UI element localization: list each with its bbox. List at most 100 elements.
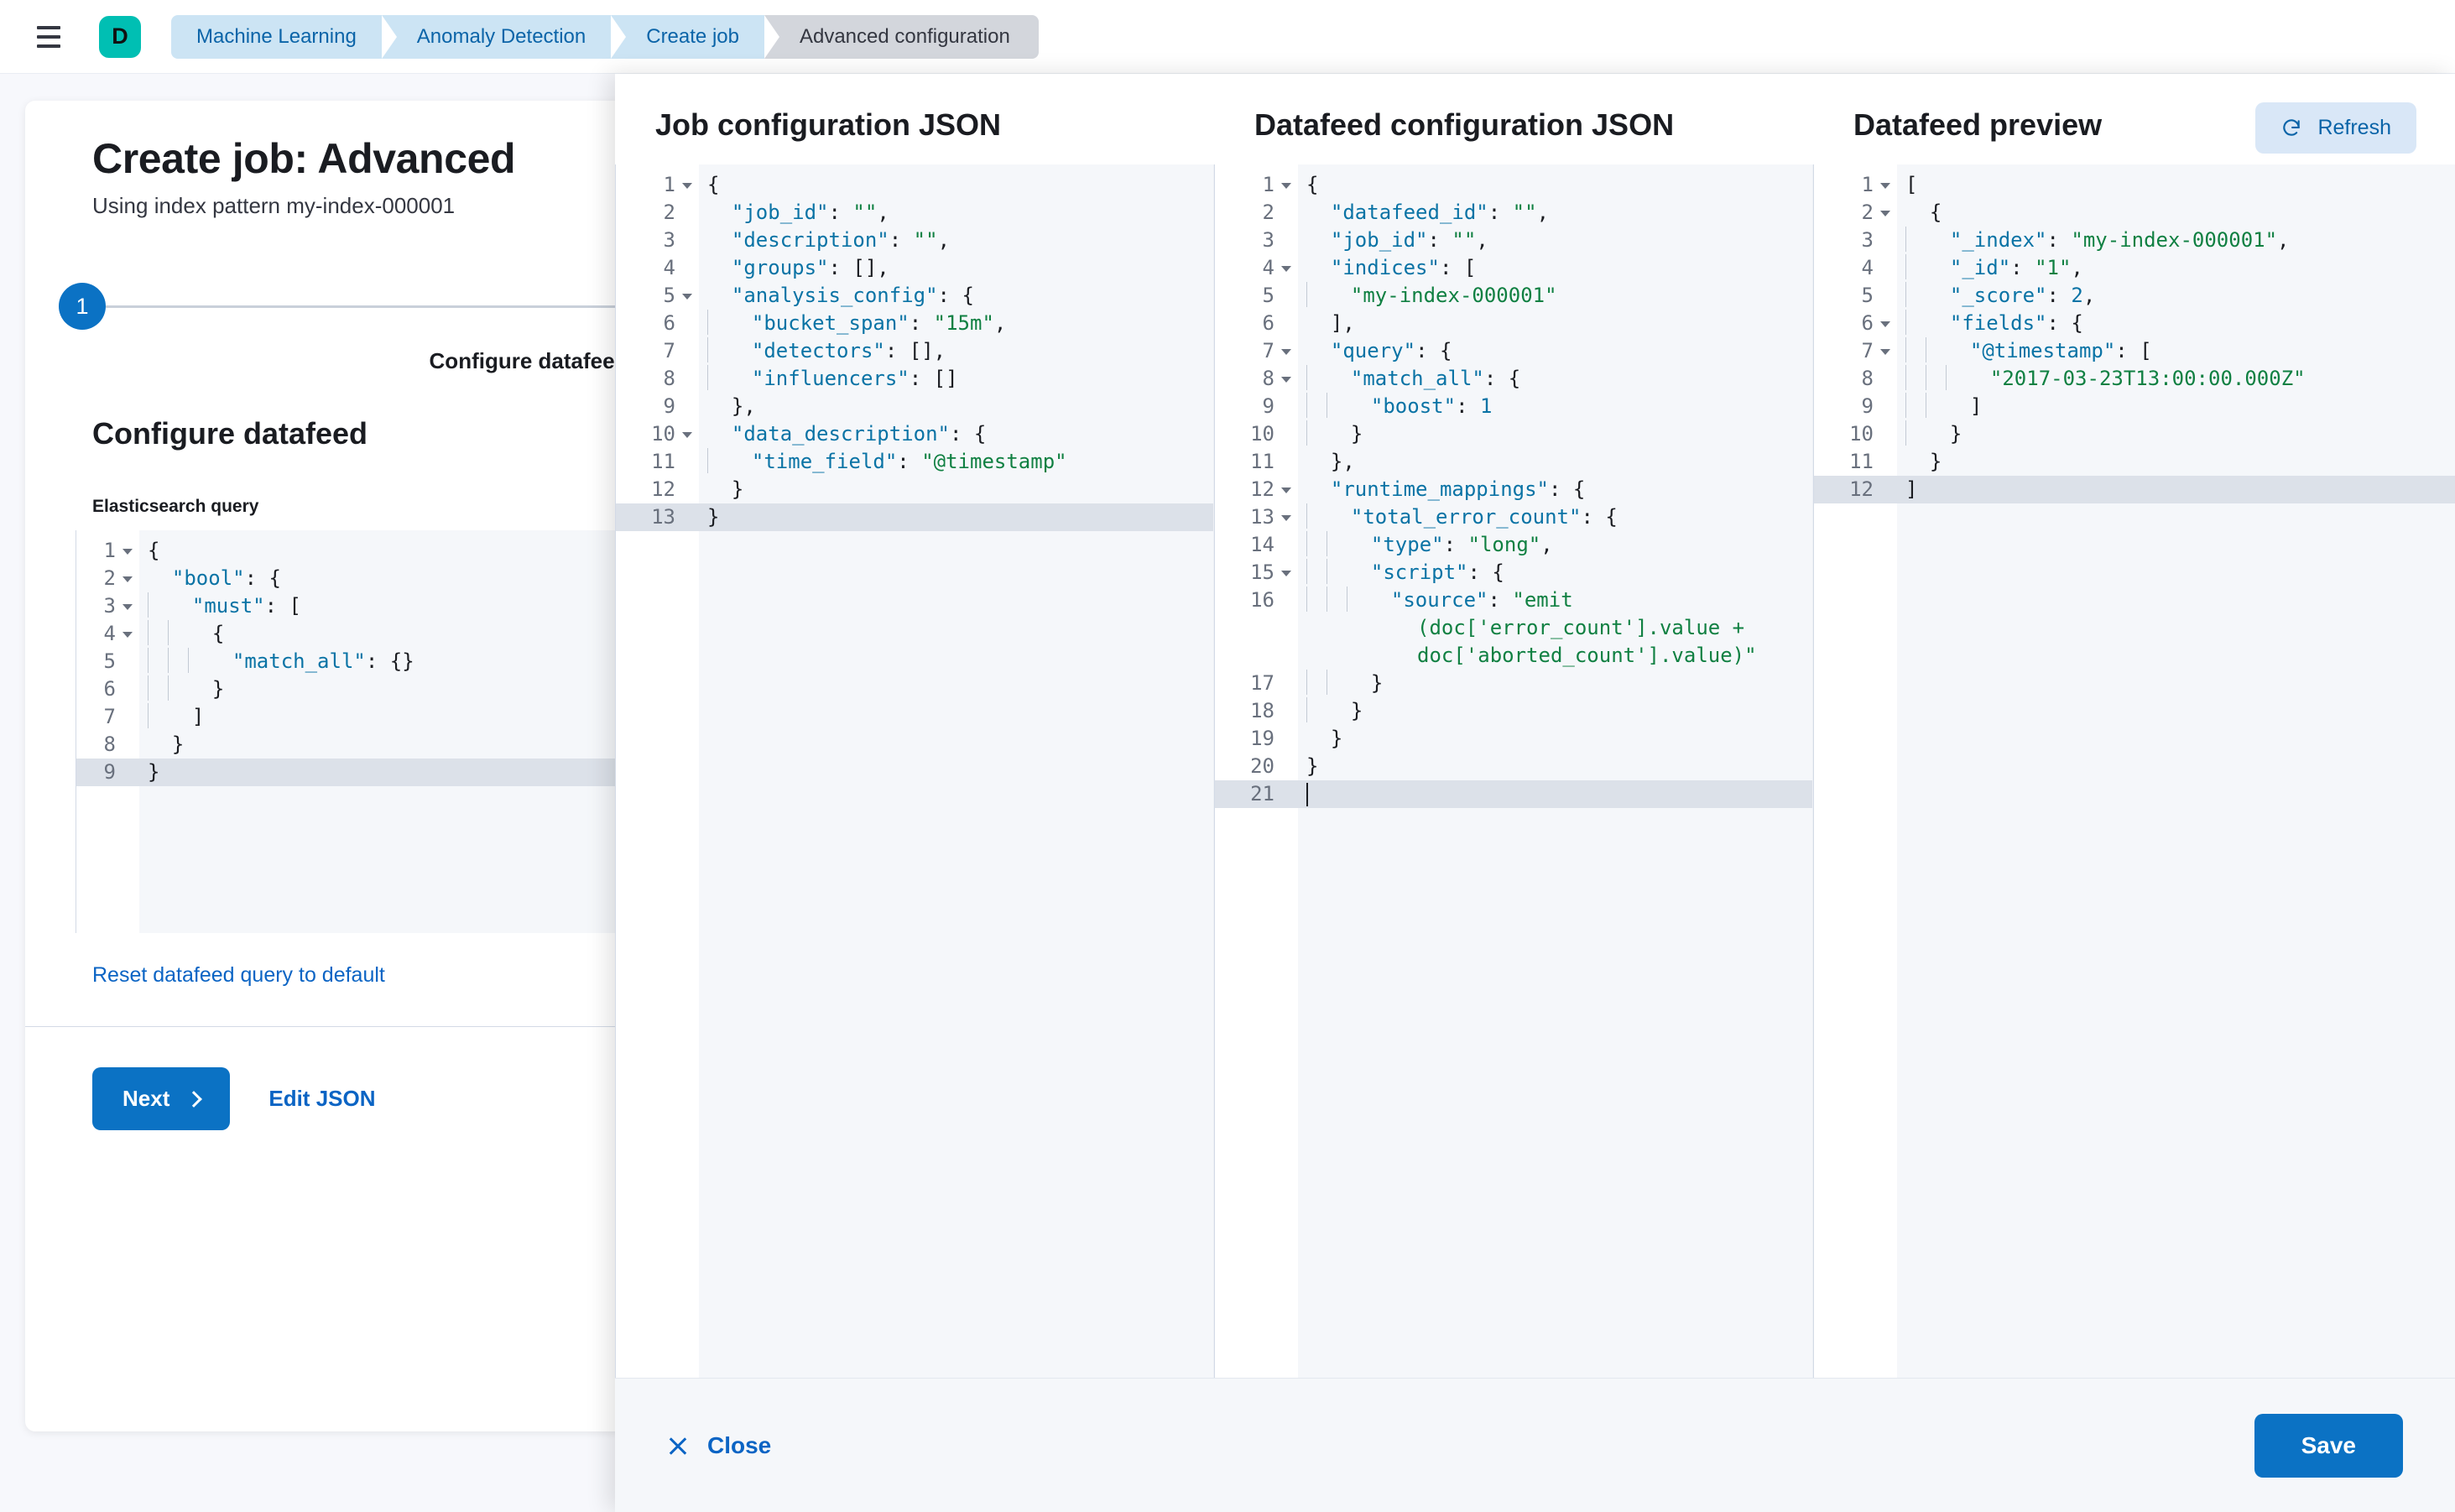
indent-guide [1306, 670, 1327, 695]
chevron-right-icon [185, 1090, 203, 1108]
code-line: "script": { [1298, 559, 1812, 587]
save-button[interactable]: Save [2254, 1413, 2403, 1478]
indent-guide [1306, 365, 1327, 390]
fold-arrow-icon[interactable] [122, 576, 133, 582]
code-line: } [1298, 697, 1812, 725]
next-button[interactable]: Next [92, 1067, 231, 1130]
fold-arrow-icon[interactable] [1281, 265, 1291, 272]
fold-arrow-icon[interactable] [1880, 210, 1890, 216]
step-label-1: Configure datafeed [429, 348, 628, 373]
editor-code-area[interactable]: { "job_id": "", "description": "", "grou… [699, 164, 1213, 1378]
code-line: "fields": { [1897, 310, 2455, 337]
app-logo[interactable]: D [99, 15, 141, 58]
code-line: "type": "long", [1298, 531, 1812, 559]
code-line: "2017-03-23T13:00:00.000Z" [1897, 365, 2455, 393]
line-number: 12 [651, 477, 675, 501]
code-line: "job_id": "", [1330, 228, 1488, 252]
code-line: "job_id": "", [731, 201, 889, 224]
line-number: 1 [1814, 171, 1897, 199]
indent-guide [1306, 420, 1327, 446]
elasticsearch-query-label: Elasticsearch query [92, 497, 259, 516]
line-number: 1 [616, 171, 699, 199]
indent-guide [707, 365, 727, 390]
line-number: 2 [1814, 199, 1897, 227]
line-number: 2 [1262, 201, 1274, 224]
breadcrumb-item-2[interactable]: Create job [611, 14, 779, 59]
code-line: "analysis_config": { [731, 284, 974, 307]
breadcrumb-item-3[interactable]: Advanced configuration [764, 14, 1039, 59]
fold-arrow-icon[interactable] [682, 293, 692, 300]
editor-code-area[interactable]: [ { "_index": "my-index-000001", "_id": … [1897, 164, 2455, 1378]
job-configuration-title: Job configuration JSON [655, 107, 1002, 142]
breadcrumb-item-0[interactable]: Machine Learning [171, 14, 396, 59]
fold-arrow-icon[interactable] [1281, 348, 1291, 355]
code-line: ] [139, 703, 1007, 731]
fold-arrow-icon[interactable] [1281, 570, 1291, 576]
code-line: { [148, 539, 160, 562]
editor-code-area[interactable]: { "datafeed_id": "", "job_id": "", "indi… [1298, 164, 1812, 1378]
step-connector-line [106, 305, 998, 308]
fold-arrow-icon[interactable] [682, 182, 692, 189]
line-number: 11 [1250, 450, 1274, 473]
close-button[interactable]: Close [667, 1432, 771, 1459]
code-line: { [1306, 173, 1319, 196]
indent-guide [148, 648, 168, 673]
line-number: 15 [1215, 559, 1298, 587]
wizard-stepper: 1 [59, 283, 998, 330]
edit-json-button[interactable]: Edit JSON [268, 1086, 376, 1111]
code-line: { [1905, 201, 1942, 224]
fold-arrow-icon[interactable] [1880, 182, 1890, 189]
code-line: }, [1306, 450, 1355, 473]
fold-arrow-icon[interactable] [682, 431, 692, 438]
line-number: 3 [76, 592, 139, 620]
indent-guide [1905, 282, 1926, 307]
line-number: 1 [1215, 171, 1298, 199]
indent-guide [148, 703, 168, 728]
code-line: "datafeed_id": "", [1330, 201, 1550, 224]
indent-guide [1327, 670, 1347, 695]
indent-guide [188, 648, 208, 673]
line-number: 19 [1250, 727, 1274, 750]
fold-arrow-icon[interactable] [1281, 376, 1291, 383]
datafeed-preview-title: Datafeed preview [1853, 107, 2103, 142]
hamburger-icon[interactable] [30, 18, 67, 55]
line-number: 6 [103, 677, 116, 701]
fold-arrow-icon[interactable] [1880, 321, 1890, 327]
indent-guide [1327, 559, 1347, 584]
text-cursor [1306, 783, 1308, 806]
indent-guide [1327, 393, 1347, 418]
line-number: 2 [663, 201, 675, 224]
fold-arrow-icon[interactable] [1281, 487, 1291, 493]
fold-arrow-icon[interactable] [1281, 514, 1291, 521]
close-icon [667, 1435, 689, 1457]
step-indicator-1[interactable]: 1 [59, 283, 106, 330]
page-subtitle: Using index pattern my-index-000001 [92, 193, 456, 218]
code-line: "match_all": {} [139, 648, 1007, 675]
line-number: 16 [1250, 588, 1274, 612]
divider [25, 1026, 1057, 1027]
indent-guide [1306, 587, 1327, 612]
line-number: 3 [1262, 228, 1274, 252]
reset-datafeed-query-link[interactable]: Reset datafeed query to default [92, 963, 385, 987]
line-number: 8 [1215, 365, 1298, 393]
refresh-button[interactable]: Refresh [2255, 102, 2416, 154]
breadcrumb-item-1[interactable]: Anomaly Detection [381, 14, 626, 59]
code-line: } [707, 477, 744, 501]
code-line: "bool": { [171, 566, 281, 590]
fold-arrow-icon[interactable] [122, 548, 133, 555]
code-line: "data_description": { [731, 422, 987, 446]
line-number: 13 [616, 503, 699, 531]
code-line: "influencers": [] [699, 365, 1213, 393]
fold-arrow-icon[interactable] [122, 631, 133, 638]
line-number: 6 [663, 311, 675, 335]
fold-arrow-icon[interactable] [122, 603, 133, 610]
fold-arrow-icon[interactable] [1281, 182, 1291, 189]
fold-arrow-icon[interactable] [1880, 348, 1890, 355]
